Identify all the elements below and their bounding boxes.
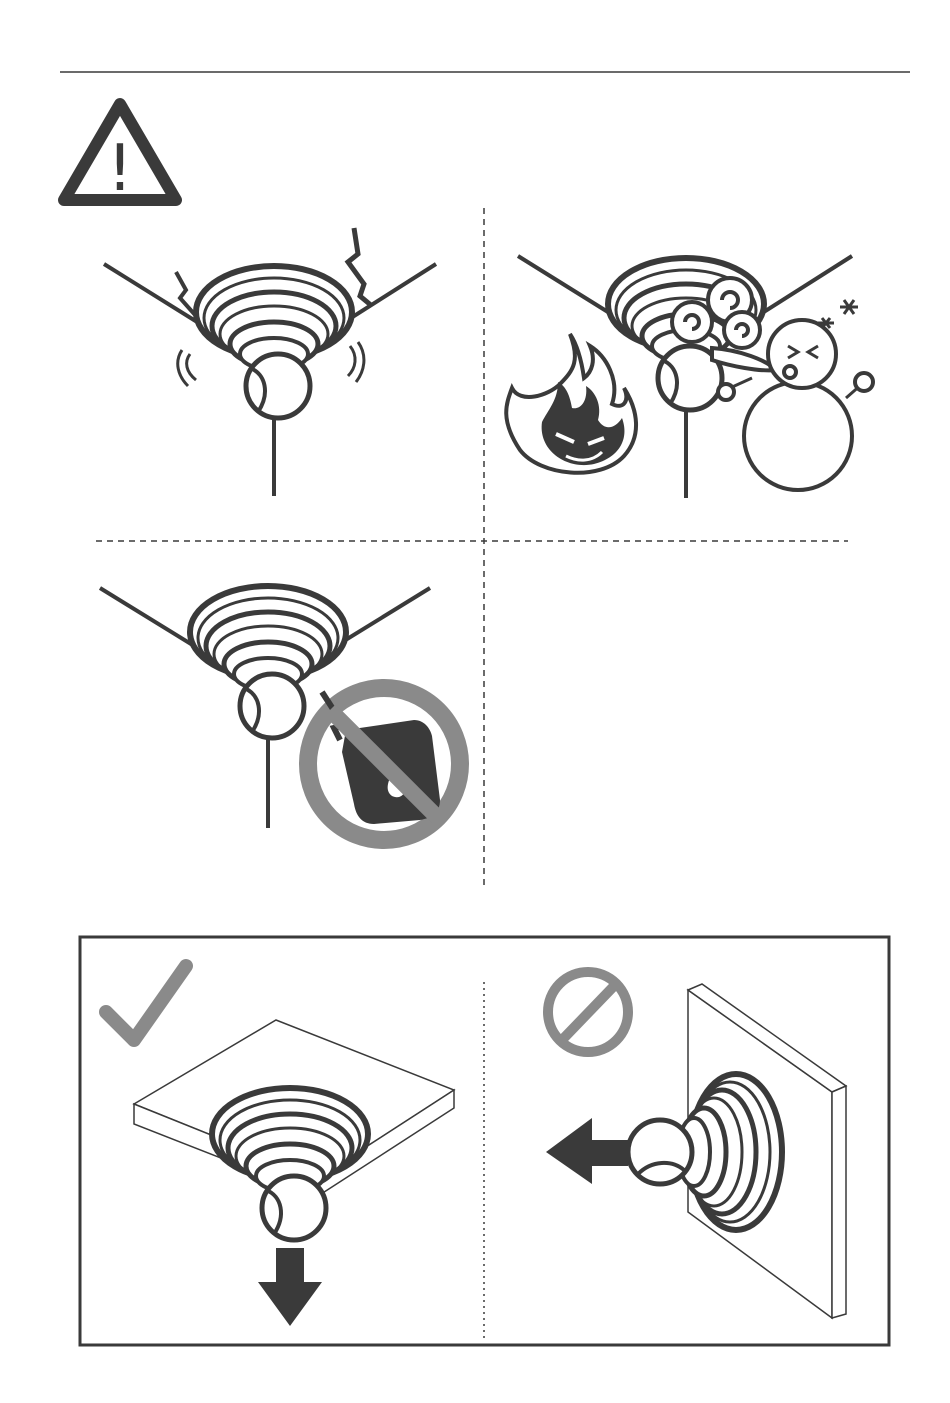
panel-heat-cold (506, 256, 873, 498)
arrow-down-icon (258, 1248, 322, 1326)
panel-vibration (104, 228, 436, 496)
no-oil-icon (308, 688, 460, 840)
warning-triangle-icon: ! (64, 104, 176, 206)
panel-wall-mount-forbidden (546, 972, 846, 1318)
warning-symbol: ! (107, 132, 133, 206)
checkmark-icon (106, 966, 186, 1040)
arrow-left-icon (546, 1118, 628, 1184)
wall-camera (628, 1074, 782, 1230)
panel-ceiling-mount-ok (106, 966, 454, 1326)
fire-icon (506, 334, 636, 473)
panel-no-oil (100, 586, 460, 840)
prohibited-icon (548, 972, 628, 1052)
